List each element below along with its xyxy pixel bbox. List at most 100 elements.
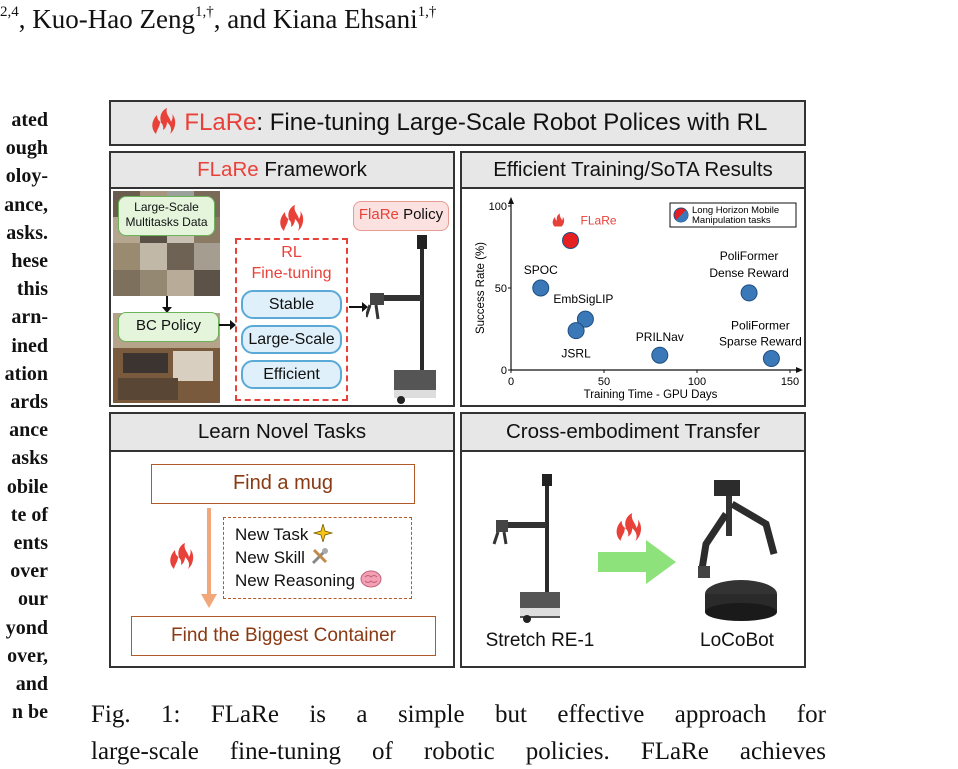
left-column-line: arn- bbox=[11, 306, 48, 329]
legend-text: Long Horizon Mobile bbox=[692, 205, 779, 216]
data-point bbox=[562, 231, 580, 249]
dataset-label: Large-Scale Multitasks Data bbox=[118, 196, 215, 236]
caption-word: FLaRe bbox=[640, 738, 709, 765]
data-point-label: SPOC bbox=[524, 263, 558, 277]
y-axis-label: Success Rate (%) bbox=[475, 242, 487, 334]
left-column-line: ents bbox=[13, 532, 48, 555]
left-column-line: asks. bbox=[6, 221, 48, 244]
caption-word: a bbox=[356, 701, 368, 728]
left-column-line: ined bbox=[11, 334, 48, 357]
bc-policy-label: BC Policy bbox=[118, 312, 219, 342]
data-point-label: Sparse Reward bbox=[719, 335, 802, 349]
finetuning-label: Fine-tuning bbox=[251, 265, 332, 282]
caption-word: 1: bbox=[161, 701, 181, 728]
y-tick-label: 50 bbox=[495, 283, 507, 295]
data-point bbox=[532, 279, 550, 297]
locobot-label: LoCoBot bbox=[700, 630, 774, 651]
left-column-line: te of bbox=[10, 503, 48, 526]
figure-title-text: : Fine-tuning Large-Scale Robot Polices … bbox=[256, 109, 768, 136]
data-point-label: PRILNav bbox=[636, 330, 684, 344]
right-arrow bbox=[349, 302, 368, 312]
flare-policy-label: FlaRe Policy bbox=[353, 201, 449, 231]
down-arrow bbox=[162, 296, 172, 313]
caption-word: FLaRe bbox=[210, 701, 279, 728]
left-column-line: our bbox=[18, 588, 48, 611]
caption-word: large-scale bbox=[91, 738, 199, 765]
framework-brand: FLaRe bbox=[197, 158, 259, 181]
left-column-line: over, bbox=[7, 644, 48, 667]
left-column-line: oloy- bbox=[5, 165, 48, 188]
data-point bbox=[567, 322, 585, 340]
legend-box bbox=[669, 202, 797, 228]
caption-word: fine-tuning bbox=[229, 738, 341, 765]
left-column-line: yond bbox=[5, 616, 48, 639]
novel-tasks-panel: Learn Novel Tasks Find a mug New Task Ne… bbox=[109, 412, 455, 668]
data-point-label: Dense Reward bbox=[709, 266, 788, 280]
y-tick-label: 100 bbox=[489, 201, 507, 213]
stretch-robot-image bbox=[366, 235, 436, 404]
flame-icon bbox=[280, 205, 304, 231]
left-column-line: ance bbox=[9, 419, 48, 442]
left-column-line: ated bbox=[11, 109, 48, 131]
sparkle-icon bbox=[312, 522, 334, 544]
data-point bbox=[762, 350, 780, 368]
caption-word: achieves bbox=[739, 738, 826, 765]
x-tick-label: 50 bbox=[598, 376, 610, 388]
pill-stable: Stable bbox=[241, 290, 342, 319]
left-column-line: over bbox=[10, 560, 48, 583]
author-line: 2,4, Kuo-Hao Zeng1,†, and Kiana Ehsani1,… bbox=[0, 4, 437, 34]
left-column-line: asks bbox=[11, 447, 48, 470]
tools-icon bbox=[311, 548, 328, 565]
data-point-label: PoliFormer bbox=[720, 249, 779, 263]
figure-caption: Fig. 1: FLaRe is a simple but effective approach… bbox=[91, 696, 826, 769]
data-point-label: FLaRe bbox=[581, 213, 617, 227]
task-find-biggest-container: Find the Biggest Container bbox=[131, 616, 436, 656]
new-skill-item: New Skill bbox=[235, 547, 330, 568]
data-point-label: PoliFormer bbox=[731, 319, 790, 333]
new-reasoning-item: New Reasoning bbox=[235, 570, 382, 591]
framework-title: Framework bbox=[258, 158, 367, 181]
data-point-label: JSRL bbox=[561, 347, 591, 361]
x-tick-label: 150 bbox=[781, 376, 799, 388]
data-point bbox=[651, 346, 669, 364]
data-point bbox=[576, 310, 594, 328]
caption-word: of bbox=[372, 738, 393, 765]
framework-header: FLaRe Framework bbox=[111, 153, 453, 189]
figure-title-bar: FLaRe: Fine-tuning Large-Scale Robot Pol… bbox=[109, 100, 806, 146]
rl-finetuning-box bbox=[235, 238, 348, 401]
progress-arrow bbox=[201, 508, 217, 608]
transfer-arrow bbox=[598, 540, 676, 584]
caption-word: policies. bbox=[525, 738, 610, 765]
pill-large-scale: Large-Scale bbox=[241, 325, 342, 354]
pill-efficient: Efficient bbox=[241, 360, 342, 389]
left-column-line: obile bbox=[6, 475, 48, 498]
y-axis-arrowhead bbox=[508, 197, 514, 204]
caption-word: Fig. bbox=[91, 701, 131, 728]
caption-line: Fig. 1: FLaRe is a simple but effective approach… bbox=[91, 696, 826, 733]
caption-word: is bbox=[309, 701, 327, 728]
left-column-line: ough bbox=[5, 137, 48, 160]
legend-marker-half bbox=[676, 210, 689, 223]
stretch-label: Stretch RE-1 bbox=[485, 630, 595, 651]
left-column-line: ance, bbox=[4, 193, 48, 216]
figure-title-brand: FLaRe bbox=[184, 109, 257, 136]
x-tick-label: 100 bbox=[688, 376, 706, 388]
caption-word: but bbox=[495, 701, 527, 728]
novel-header: Learn Novel Tasks bbox=[111, 414, 453, 452]
left-column-line: this bbox=[16, 278, 48, 301]
caption-word: effective bbox=[557, 701, 645, 728]
flame-icon bbox=[151, 108, 175, 134]
locobot-robot-image bbox=[698, 480, 778, 621]
left-column-line: ation bbox=[4, 362, 48, 385]
new-abilities-box bbox=[223, 517, 412, 599]
x-axis-arrowhead bbox=[796, 367, 803, 373]
caption-word: approach bbox=[674, 701, 767, 728]
data-point bbox=[740, 284, 758, 302]
legend-text: Manipulation tasks bbox=[692, 215, 771, 226]
caption-word: simple bbox=[397, 701, 465, 728]
task-find-mug: Find a mug bbox=[151, 464, 415, 504]
stretch-robot-image bbox=[492, 474, 560, 623]
x-axis-label: Training Time - GPU Days bbox=[584, 389, 718, 401]
